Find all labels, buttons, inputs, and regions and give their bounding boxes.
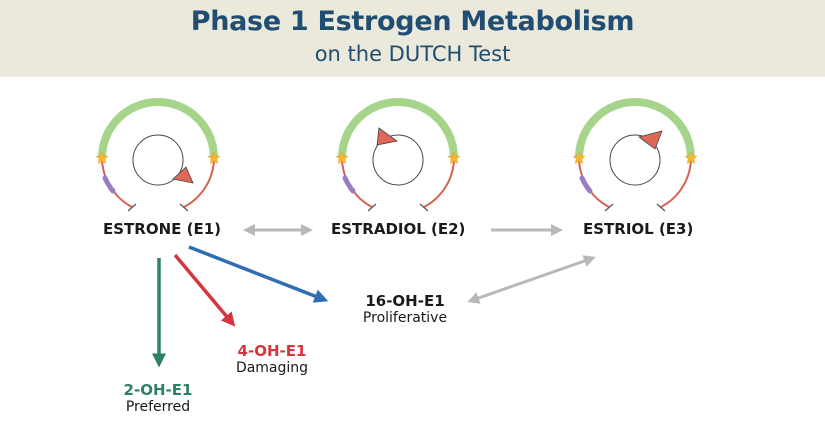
metabolite-description: Preferred: [125, 399, 191, 415]
metabolite-16oh-e1: 16-OH-E1 Proliferative: [345, 292, 465, 327]
arrow-e1-to-4oh: [173, 253, 236, 327]
hormone-label-estriol: ESTRIOL (E3): [583, 220, 694, 238]
header-banner: Phase 1 Estrogen Metabolism on the DUTCH…: [0, 0, 825, 77]
estradiol-molecule-icon: [335, 98, 461, 212]
metabolite-description: Damaging: [235, 360, 309, 376]
arrow-16oh-e3-bidirectional: [467, 255, 596, 304]
estrone-molecule-icon: [95, 98, 221, 212]
page-title: Phase 1 Estrogen Metabolism: [190, 6, 635, 37]
metabolite-name: 4-OH-E1: [237, 342, 307, 360]
page-subtitle: on the DUTCH Test: [314, 42, 511, 66]
metabolite-name: 16-OH-E1: [365, 292, 445, 310]
estriol-molecule-icon: [572, 98, 698, 212]
hormone-label-estrone: ESTRONE (E1): [103, 220, 222, 238]
metabolite-4oh-e1: 4-OH-E1 Damaging: [222, 342, 322, 377]
metabolite-name: 2-OH-E1: [123, 381, 193, 399]
hormone-label-estradiol: ESTRADIOL (E2): [331, 220, 466, 238]
metabolite-2oh-e1: 2-OH-E1 Preferred: [108, 381, 208, 416]
metabolite-description: Proliferative: [362, 310, 448, 326]
arrow-e1-to-16oh: [188, 245, 329, 303]
